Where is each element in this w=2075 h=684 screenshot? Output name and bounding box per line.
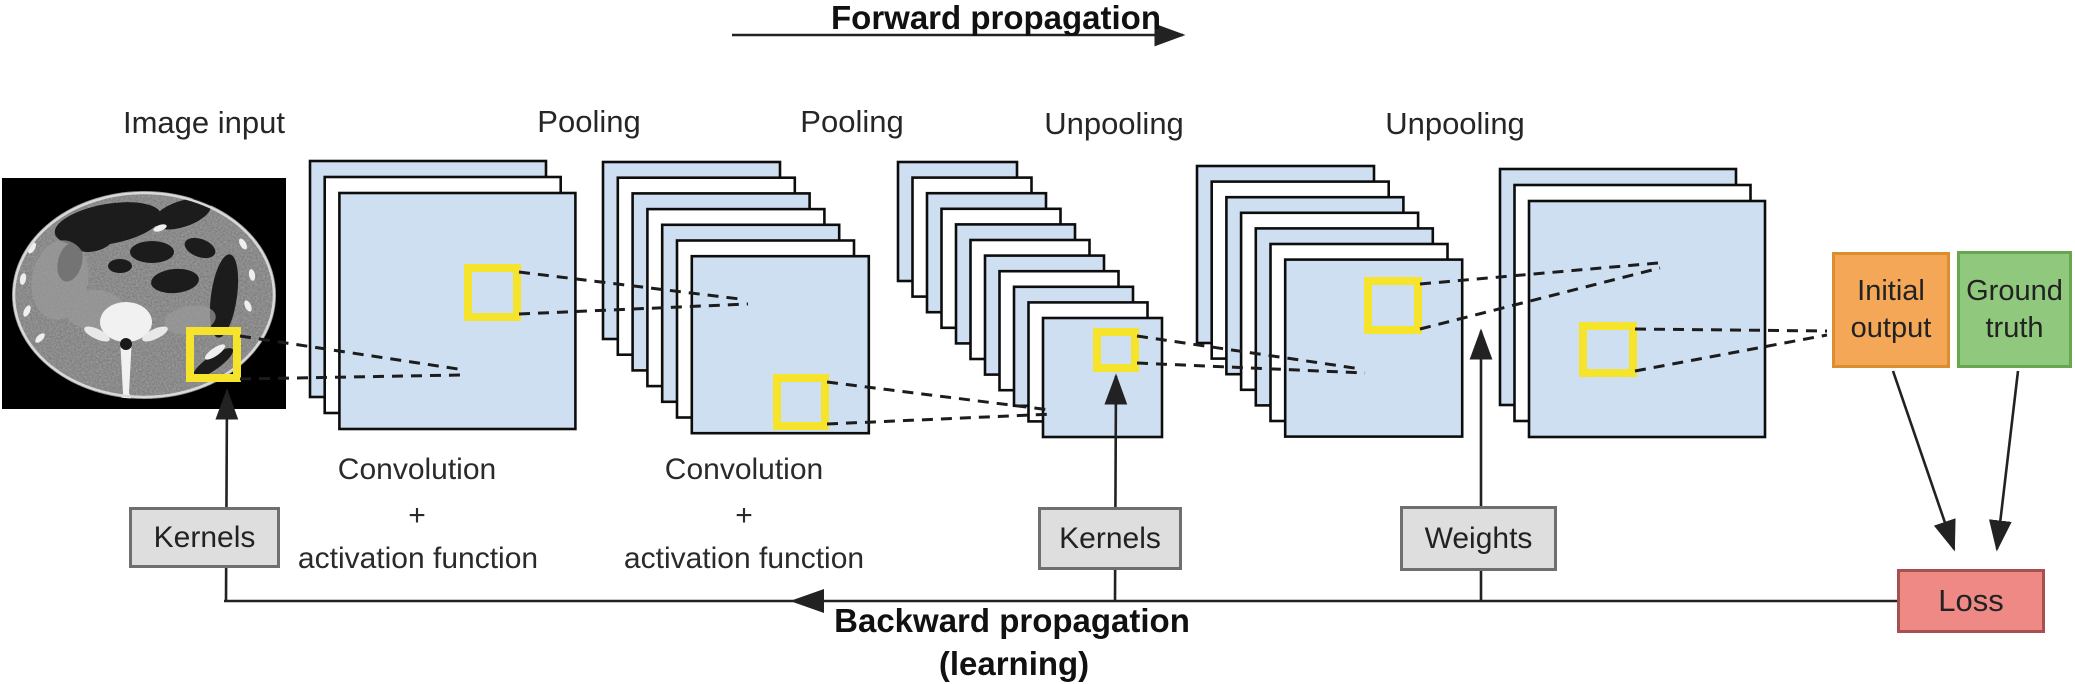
stage-label-unpooling-2: Unpooling xyxy=(1385,106,1525,141)
stage-label-image-input: Image input xyxy=(123,105,285,140)
stack4-to-stack5-lower xyxy=(1419,266,1661,331)
initial-output-box: Initial output xyxy=(1832,252,1950,368)
stage-label-unpooling-1: Unpooling xyxy=(1044,106,1184,141)
stack5-highlight-box xyxy=(1579,322,1637,377)
conv1-line3: activation function xyxy=(297,542,539,575)
stack4-highlight-box xyxy=(1364,277,1422,334)
conv2-line2: + xyxy=(735,499,753,532)
ct-scan-image xyxy=(2,178,286,409)
feature-stack-4-layer-7 xyxy=(1283,258,1464,438)
stack5-to-output-lower xyxy=(1634,333,1828,373)
feature-stack-4 xyxy=(1195,164,1464,438)
backward-propagation-label: Backward propagation xyxy=(834,602,1190,639)
backward-arrowhead xyxy=(790,589,824,613)
stage-label-pooling-1: Pooling xyxy=(537,104,641,139)
stack4-to-stack5-upper xyxy=(1419,261,1659,286)
ct-highlight-box xyxy=(186,327,241,382)
kernels1-up-arrow xyxy=(215,388,239,602)
conv2-line1: Convolution xyxy=(664,453,824,486)
kernels-box-2: Kernels xyxy=(1038,507,1182,570)
stack2-highlight-box xyxy=(773,374,829,430)
stacks xyxy=(308,159,1767,439)
stack3-to-stack4-lower xyxy=(1136,361,1366,375)
flow-arrows xyxy=(215,23,2020,613)
stack5-to-output-upper xyxy=(1634,327,1828,333)
conv1-line2: + xyxy=(408,499,426,532)
feature-stack-1 xyxy=(308,159,577,431)
dashed-connectors xyxy=(239,261,1828,426)
receptive-field-boxes xyxy=(186,264,1637,430)
conv2-line3: activation function xyxy=(623,542,865,575)
stage-label-pooling-2: Pooling xyxy=(800,104,904,139)
feature-stack-2 xyxy=(601,160,871,435)
output-to-loss-arrow xyxy=(1891,370,1956,552)
conv1-line1: Convolution xyxy=(337,453,497,486)
forward-propagation-label: Forward propagation xyxy=(831,0,1161,36)
stack3-highlight-box xyxy=(1093,328,1139,372)
kernels-box-1: Kernels xyxy=(129,507,280,568)
stack1-to-stack2-lower xyxy=(518,302,749,316)
vertebra xyxy=(84,302,168,399)
backward-learning-label: (learning) xyxy=(938,645,1090,682)
feature-stack-1-layer-3 xyxy=(338,191,577,431)
feature-stack-3 xyxy=(896,160,1164,439)
feature-stack-5 xyxy=(1498,167,1767,439)
stack1-highlight-box xyxy=(464,264,521,321)
weights-box: Weights xyxy=(1400,506,1557,571)
feature-stack-5-layer-3 xyxy=(1527,199,1767,439)
loss-box: Loss xyxy=(1897,569,2045,633)
ground-truth-box: Ground truth xyxy=(1957,251,2072,368)
truth-to-loss-arrow xyxy=(1988,370,2020,552)
